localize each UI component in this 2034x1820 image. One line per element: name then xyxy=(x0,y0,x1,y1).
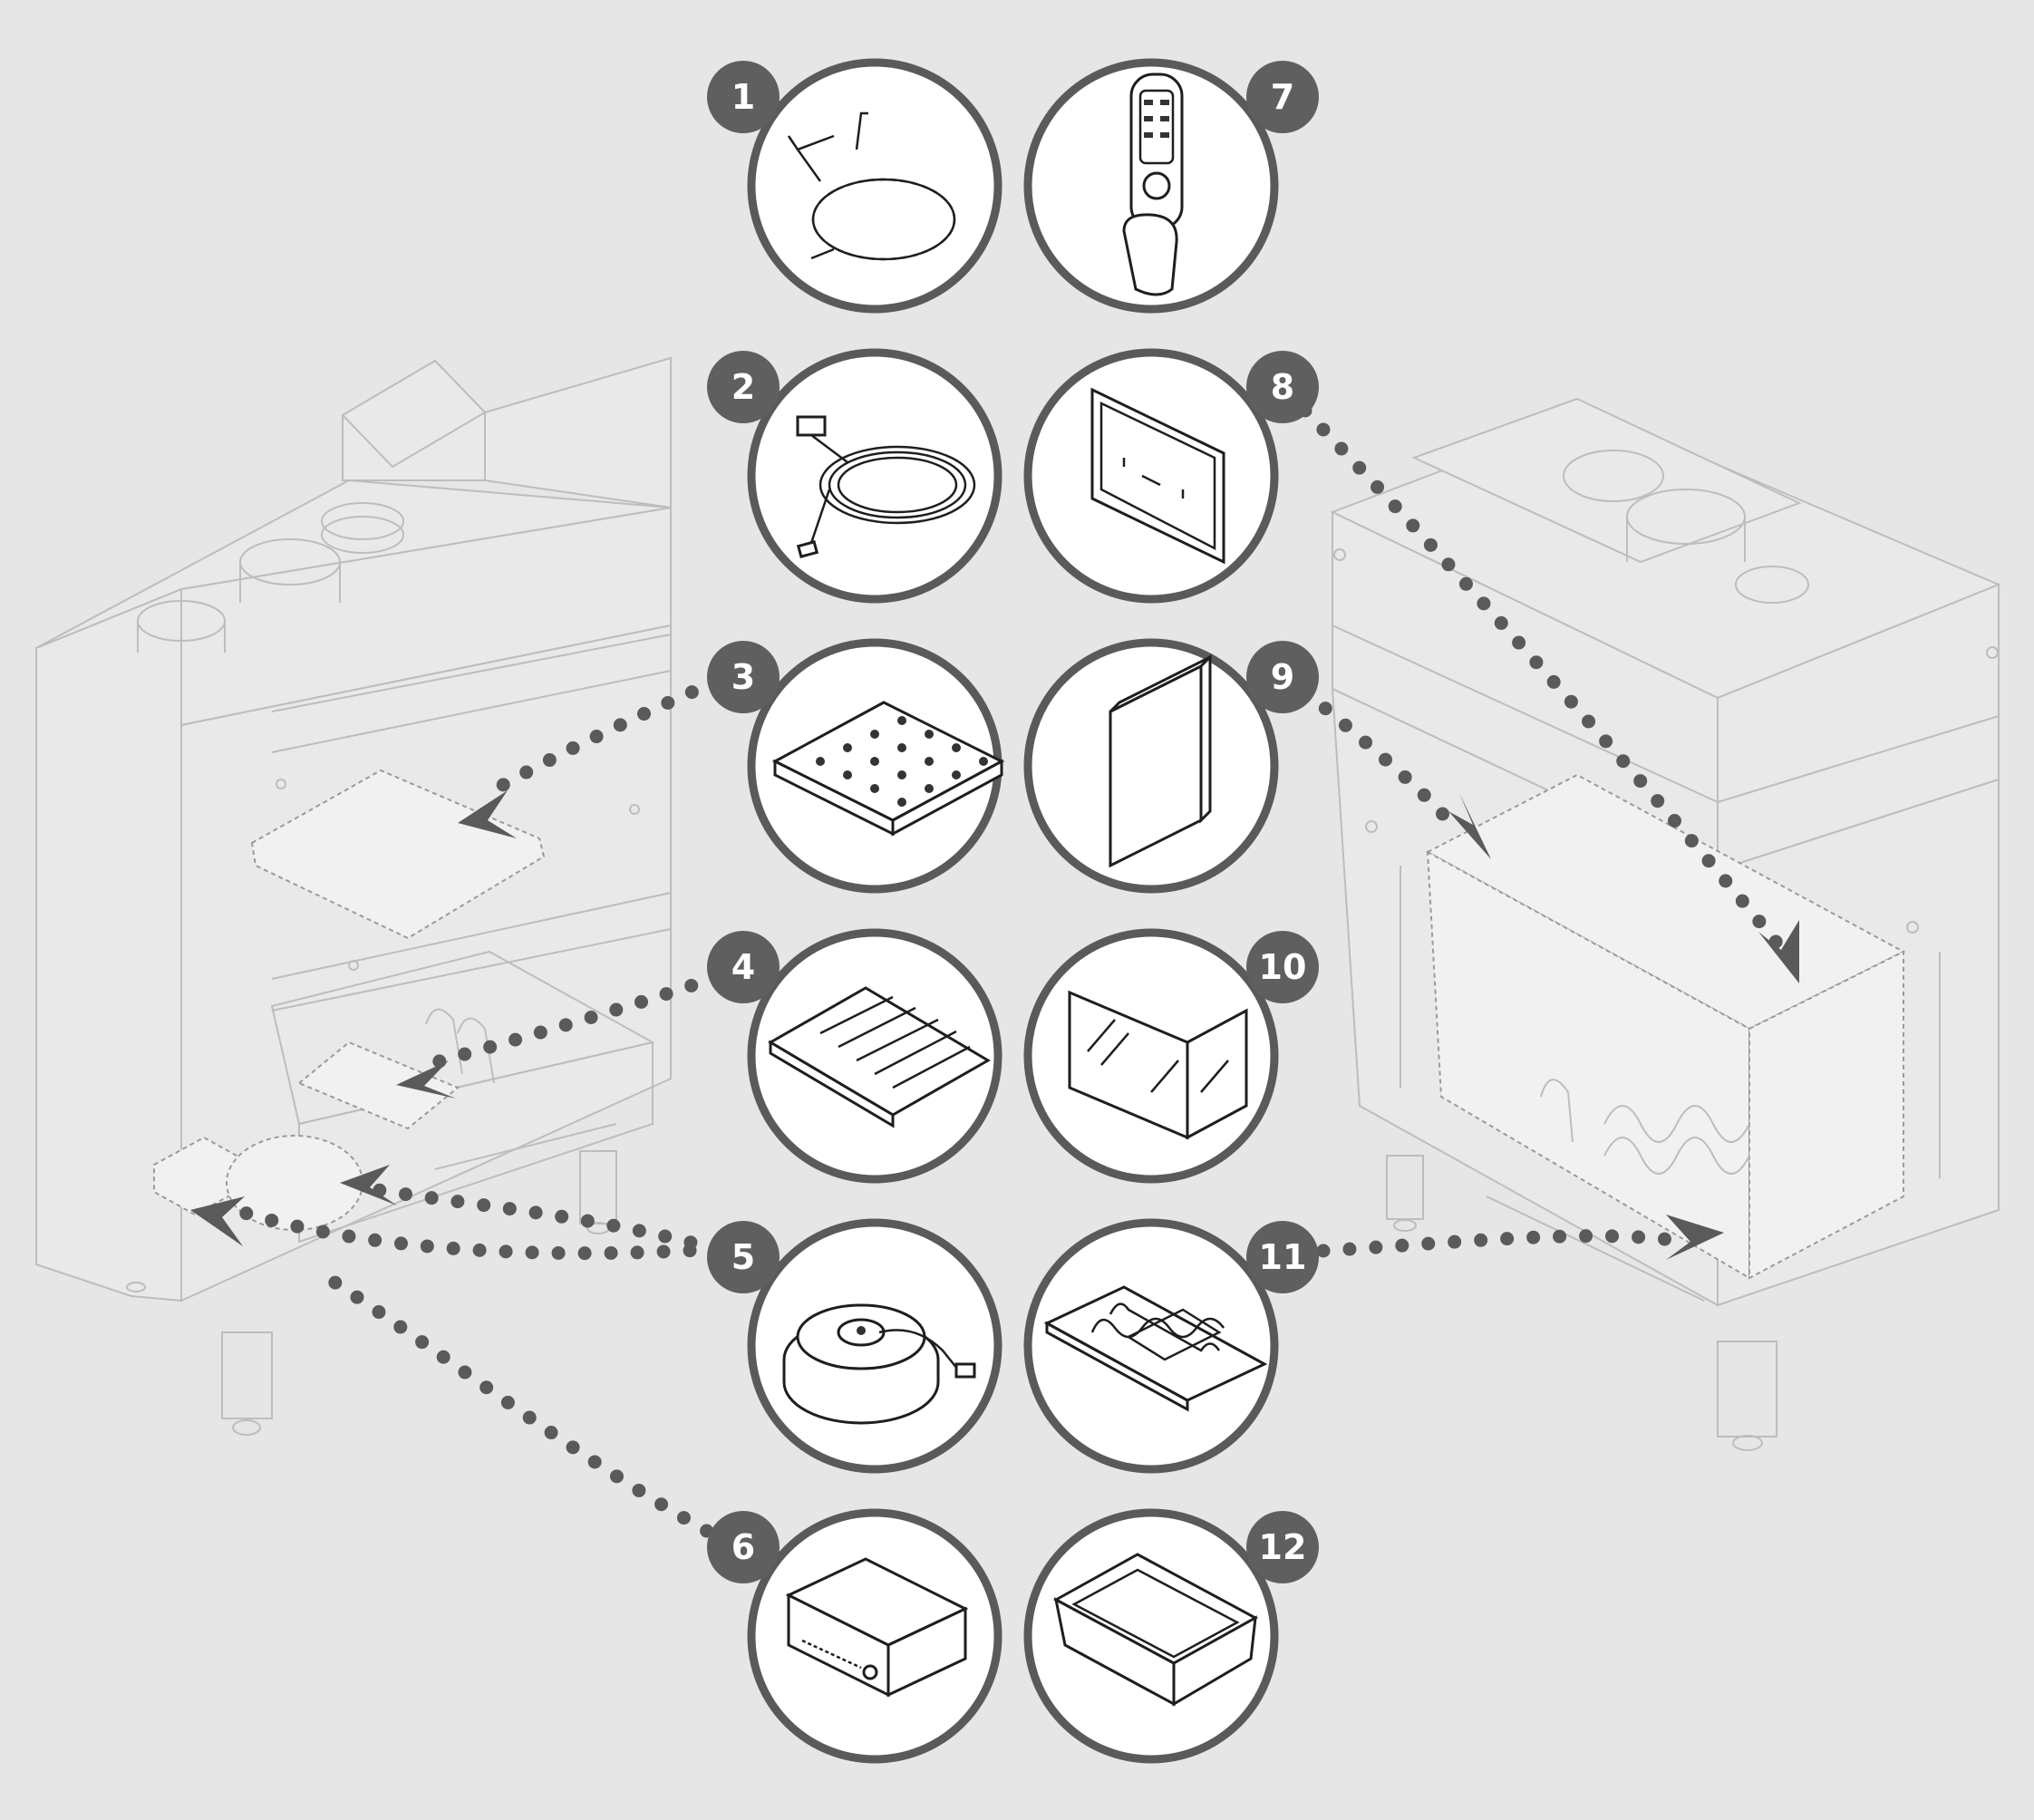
callout-10: 10 xyxy=(1023,928,1319,1184)
log-burner-tray-icon xyxy=(1043,1285,1268,1412)
right-fireplace-unit xyxy=(1330,397,2001,1451)
slotted-grate-icon xyxy=(768,986,991,1128)
control-box-icon xyxy=(785,1557,969,1698)
wall-panel-icon xyxy=(1090,387,1225,565)
glass-panel-icon xyxy=(1068,990,1248,1140)
arrow-head-8 xyxy=(1758,920,1799,983)
callout-label: 9 xyxy=(1271,657,1294,697)
fan-blower-icon xyxy=(782,1303,976,1425)
callout-3: 3 xyxy=(707,638,1005,894)
perforated-plate-icon xyxy=(771,701,1005,837)
callout-12: 12 xyxy=(1023,1508,1319,1764)
arrow-head-11 xyxy=(1666,1215,1724,1260)
callout-label: 11 xyxy=(1259,1237,1307,1277)
arrow-head-5a xyxy=(340,1165,397,1205)
ash-pan-icon xyxy=(1052,1553,1259,1707)
insulation-board-icon xyxy=(1109,653,1212,868)
callout-label: 5 xyxy=(731,1237,755,1277)
callout-4: 4 xyxy=(707,928,1002,1184)
callout-label: 3 xyxy=(731,657,755,697)
heat-sensor-cable-icon xyxy=(787,111,956,261)
callout-6: 6 xyxy=(707,1508,1002,1764)
callout-label: 10 xyxy=(1259,947,1307,987)
remote-control-icon xyxy=(1122,73,1184,296)
callout-5: 5 xyxy=(707,1218,1002,1474)
callout-label: 12 xyxy=(1259,1527,1307,1567)
leader-line-4 xyxy=(419,970,723,1072)
arrow-head-4 xyxy=(396,1060,456,1099)
arrow-head-3 xyxy=(458,790,517,838)
callout-7: 7 xyxy=(1023,58,1319,314)
leader-line-5b xyxy=(228,1203,723,1261)
leader-lines xyxy=(190,403,1799,1551)
callout-label: 4 xyxy=(731,947,755,987)
callout-label: 8 xyxy=(1271,367,1294,407)
temperature-probe-cable-icon xyxy=(796,415,976,558)
leader-line-8 xyxy=(1298,403,1784,950)
callout-label: 7 xyxy=(1271,77,1294,117)
arrow-head-9 xyxy=(1448,793,1491,859)
leader-line-3 xyxy=(473,674,723,805)
callout-8: 8 xyxy=(1023,348,1319,604)
callout-label: 1 xyxy=(731,77,755,117)
callout-9: 9 xyxy=(1023,638,1319,894)
callout-2: 2 xyxy=(707,348,1002,604)
leader-line-6 xyxy=(321,1271,737,1551)
callout-label: 6 xyxy=(731,1527,755,1567)
leader-line-11 xyxy=(1316,1229,1693,1258)
arrow-head-5b xyxy=(190,1196,245,1246)
callout-1: 1 xyxy=(707,58,1002,314)
leader-line-5a xyxy=(354,1180,723,1256)
callout-11: 11 xyxy=(1023,1218,1319,1474)
callout-label: 2 xyxy=(731,367,755,407)
left-fireplace-unit xyxy=(35,356,672,1436)
